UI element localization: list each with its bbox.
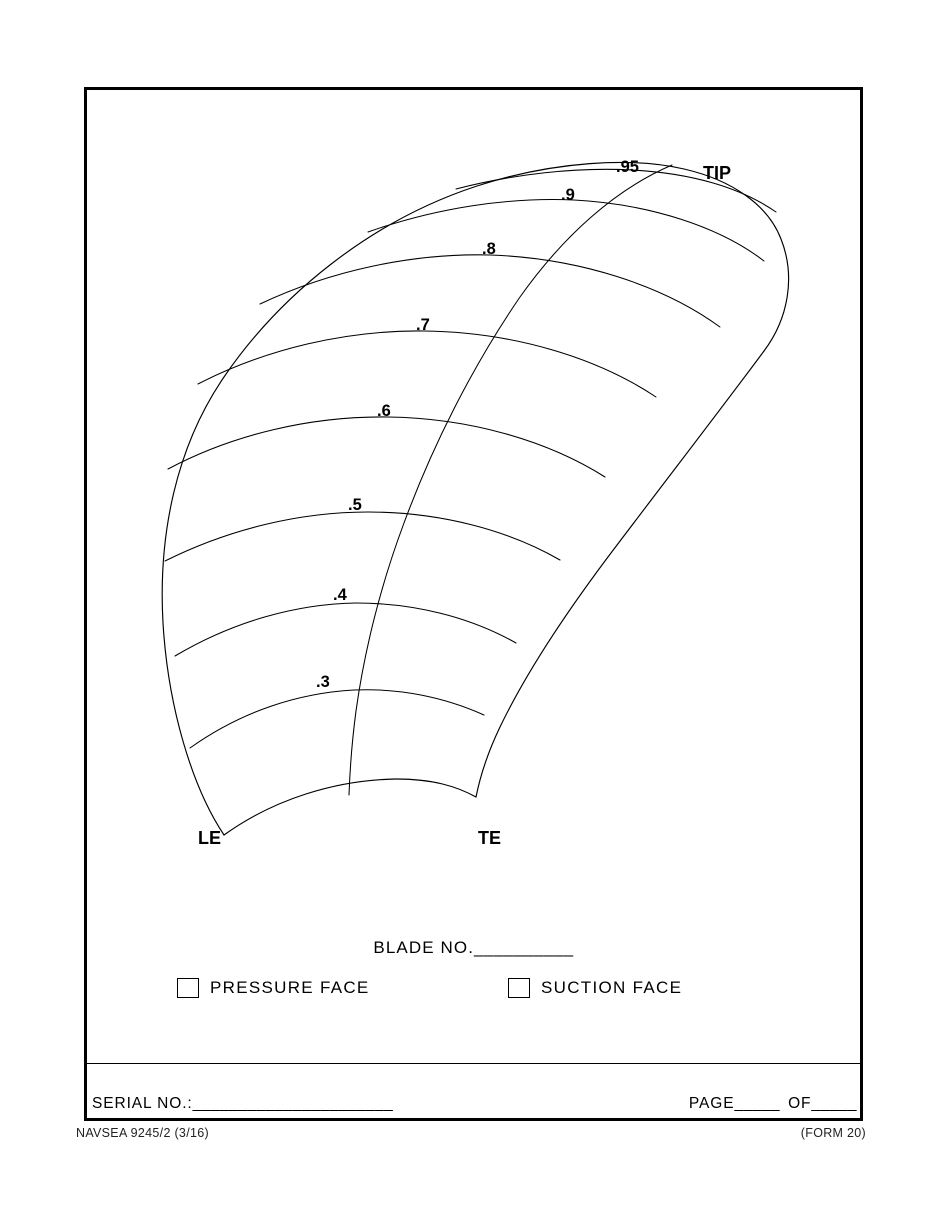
tip-label: TIP (703, 163, 731, 183)
blade-number-label: BLADE NO. (373, 938, 475, 957)
serial-number-group: SERIAL NO.:______________________ (92, 1095, 393, 1113)
station-line-0.5 (164, 511, 561, 562)
suction-face-option[interactable]: SUCTION FACE (508, 978, 682, 998)
of-label: OF (788, 1095, 812, 1112)
serial-page-row: SERIAL NO.:______________________ PAGE _… (92, 1095, 857, 1119)
blade-number-row: BLADE NO.__________ (84, 938, 863, 958)
station-line-0.3 (189, 689, 485, 749)
station-line-0.8 (259, 254, 721, 328)
suction-face-label: SUCTION FACE (541, 978, 683, 997)
page-total-input[interactable]: _____ (811, 1095, 857, 1112)
pressure-face-checkbox[interactable] (177, 978, 199, 998)
leading-edge-curve (161, 161, 685, 836)
station-line-0.9 (367, 199, 765, 262)
station-line-0.6 (167, 416, 606, 478)
page-number-group: PAGE _____ OF _____ (689, 1095, 857, 1113)
form-border-box (84, 87, 863, 1121)
station-label-0.8: .8 (482, 240, 496, 258)
station-label-0.5: .5 (348, 496, 362, 514)
page-label: PAGE (688, 1095, 735, 1112)
pressure-face-label: PRESSURE FACE (210, 978, 370, 997)
blade-diagram: .3 .4 .5 .6 .7 .8 .9 .95 TIP LE TE (84, 87, 863, 887)
station-label-0.9: .9 (561, 186, 575, 204)
page-number-input[interactable]: _____ (734, 1095, 781, 1112)
serial-number-input[interactable]: ______________________ (192, 1095, 394, 1112)
station-label-0.4: .4 (333, 586, 348, 604)
pressure-face-option[interactable]: PRESSURE FACE (177, 978, 370, 998)
station-label-0.6: .6 (377, 402, 391, 420)
face-selection-row: PRESSURE FACE SUCTION FACE (84, 978, 863, 1008)
midchord-reference-line (348, 164, 673, 796)
navsea-form-number: NAVSEA 9245/2 (3/16) (76, 1126, 209, 1140)
trailing-edge-label: TE (478, 828, 501, 848)
form-identifier-row: NAVSEA 9245/2 (3/16) (FORM 20) (76, 1126, 866, 1140)
serial-number-label: SERIAL NO.: (92, 1095, 193, 1112)
tip-arc-curve (683, 168, 790, 352)
station-label-0.95: .95 (616, 158, 639, 176)
footer-divider-line (86, 1063, 861, 1064)
form-alias-number: (FORM 20) (800, 1126, 866, 1140)
station-label-0.7: .7 (416, 316, 430, 334)
suction-face-checkbox[interactable] (508, 978, 530, 998)
station-label-0.3: .3 (316, 673, 330, 691)
blade-number-input[interactable]: __________ (474, 938, 574, 957)
blade-outline-svg: .3 .4 .5 .6 .7 .8 .9 .95 TIP LE TE (161, 158, 790, 848)
station-line-0.95 (455, 168, 777, 213)
root-arc-curve (223, 778, 477, 836)
station-line-0.4 (174, 602, 517, 657)
station-line-0.7 (197, 330, 657, 398)
leading-edge-label: LE (198, 828, 221, 848)
trailing-edge-curve (475, 350, 765, 798)
